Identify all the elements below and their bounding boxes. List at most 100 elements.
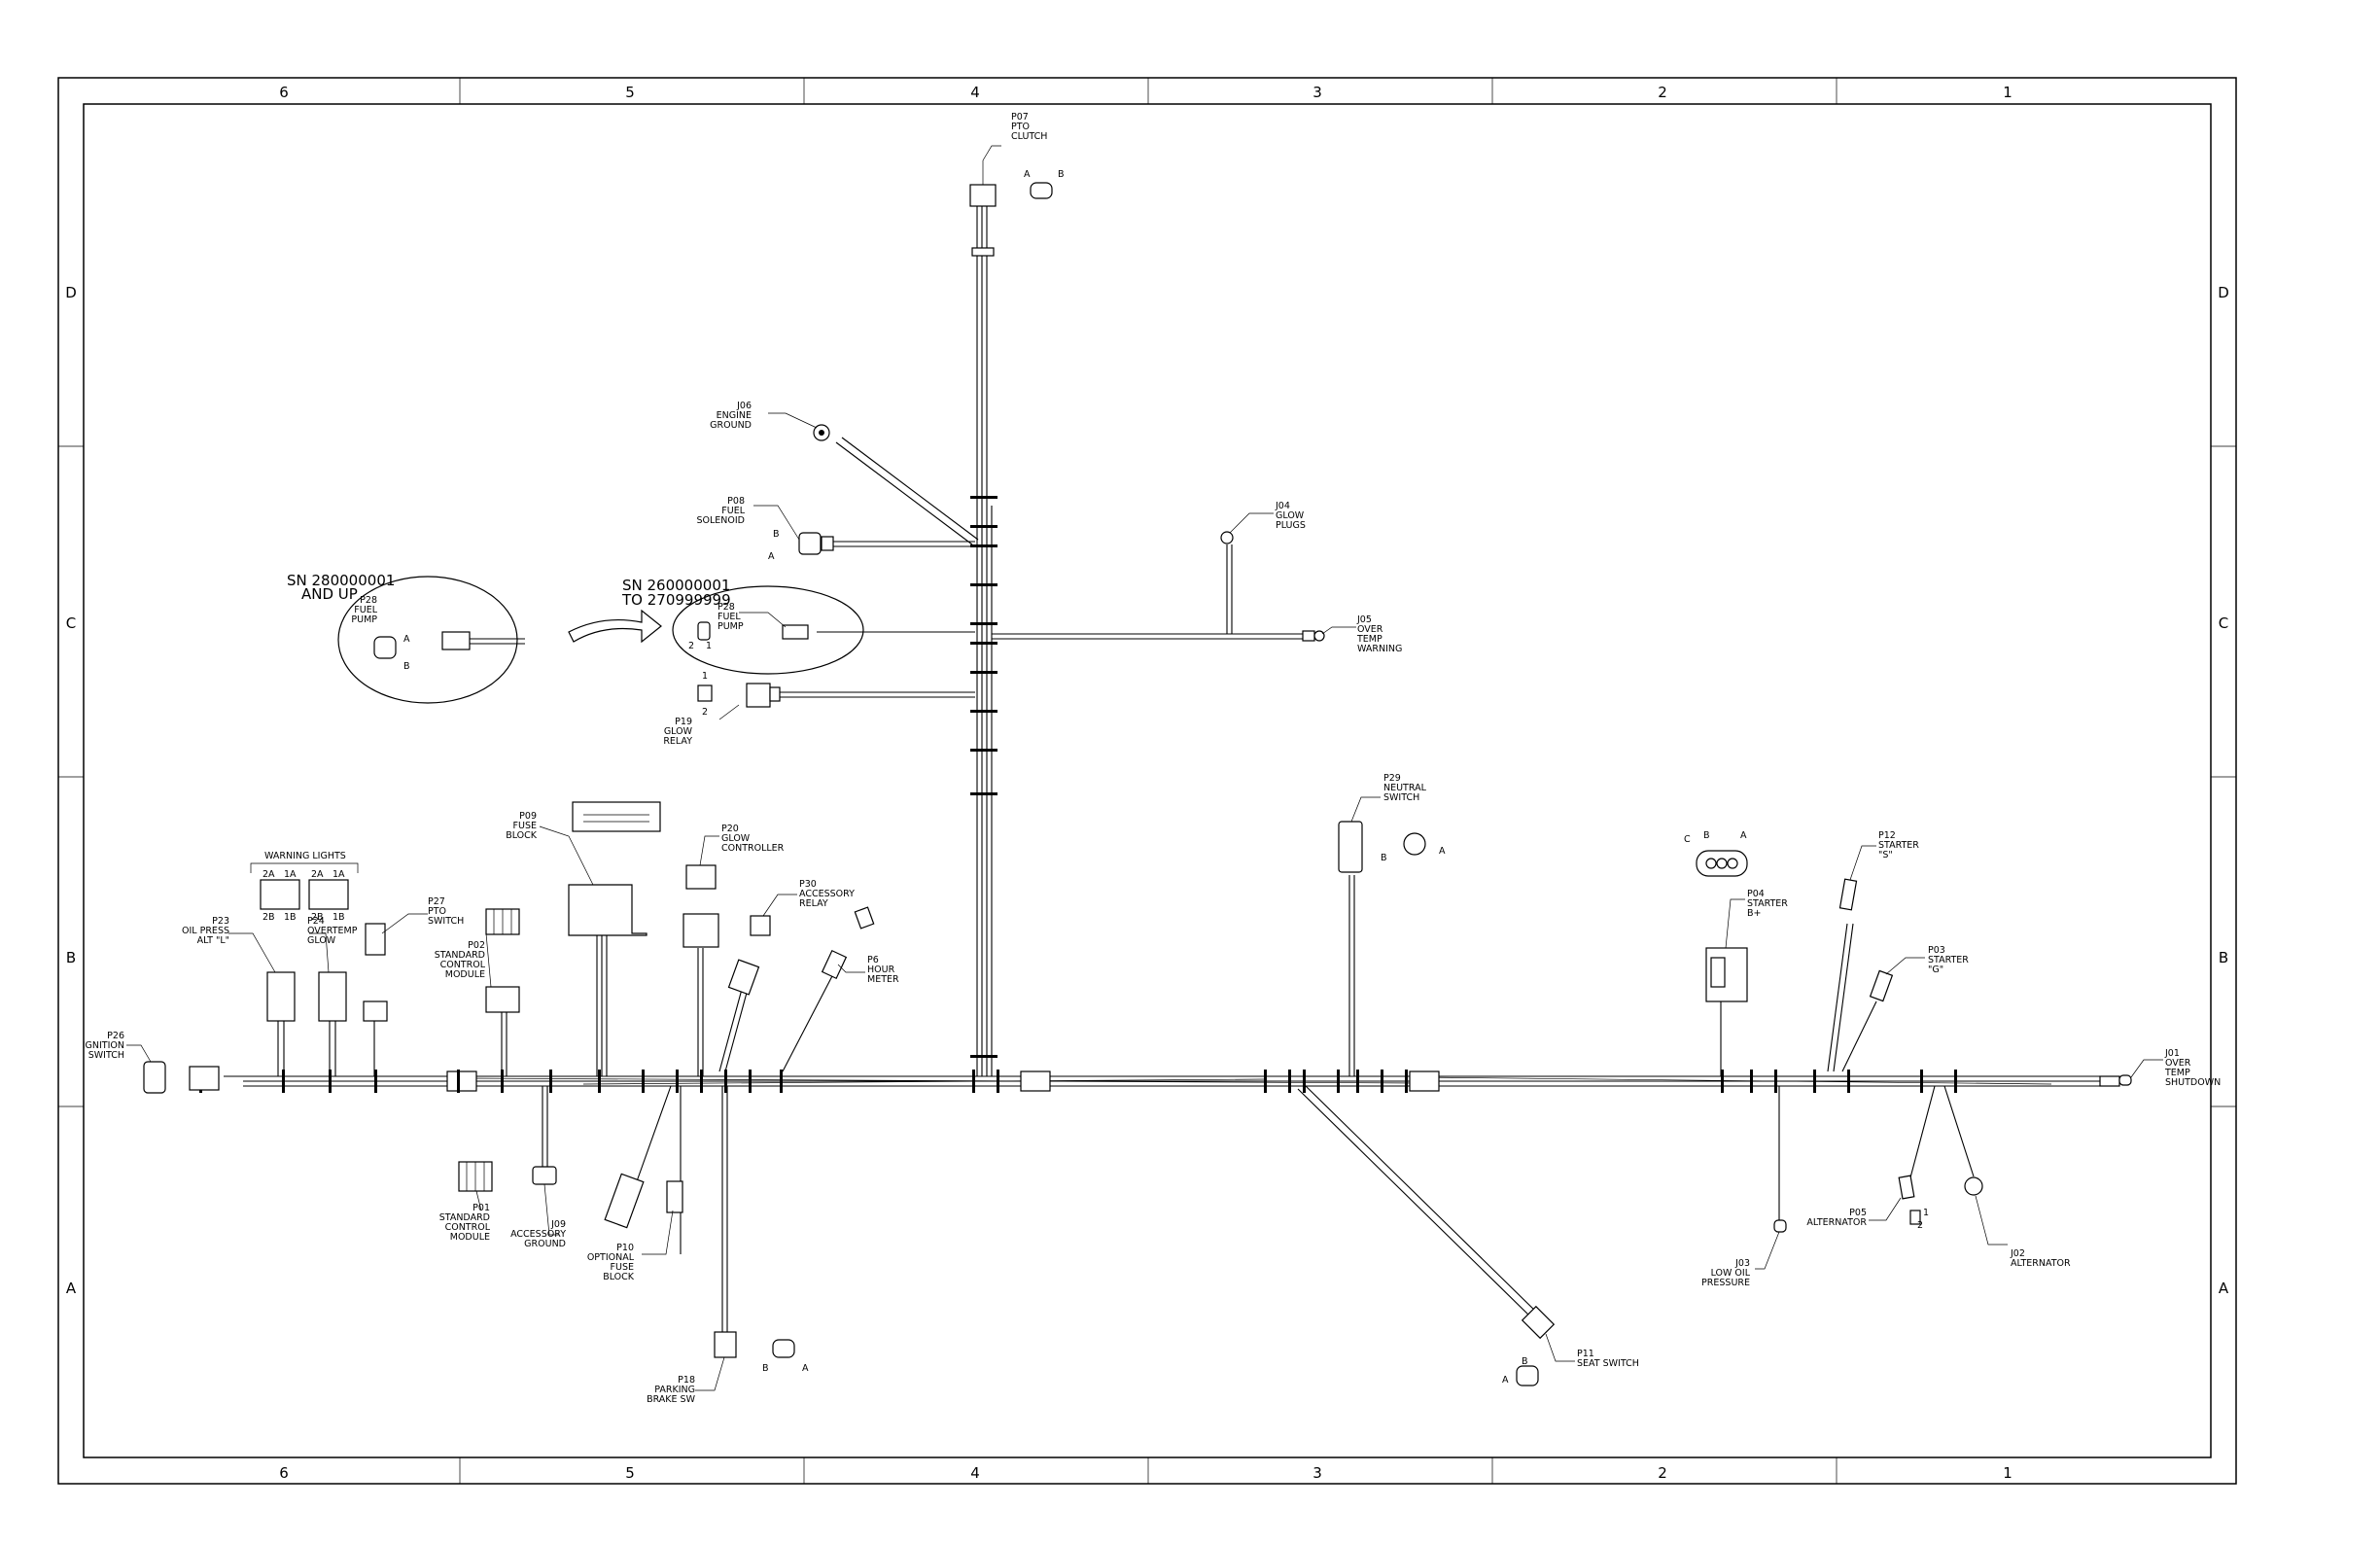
pin-wl-2b-2: 2B xyxy=(311,912,324,923)
label-j03-line1: J03 xyxy=(1734,1258,1750,1269)
pin-p11-a: A xyxy=(1502,1375,1509,1386)
label-p02-line3: CONTROL xyxy=(440,960,486,970)
label-p19-line3: RELAY xyxy=(663,736,692,747)
label-p11-line1: P11 xyxy=(1577,1349,1594,1359)
trunk-clip xyxy=(970,749,998,752)
pin-starter-a: A xyxy=(1740,830,1747,841)
label-p05-line1: P05 xyxy=(1849,1208,1867,1218)
label-p29-line2: NEUTRAL xyxy=(1383,783,1427,793)
pin-p07-b: B xyxy=(1058,169,1065,180)
trunk-clip xyxy=(1847,1070,1850,1093)
main-harness-trunk xyxy=(224,1070,2120,1092)
label-p28-old-line1: P28 xyxy=(718,602,735,613)
label-p10-line3: FUSE xyxy=(611,1262,634,1273)
grid-col-1-bottom: 1 xyxy=(2003,1464,2012,1482)
pin-wl-1a-2: 1A xyxy=(332,869,345,880)
sn-callout-new xyxy=(337,576,525,704)
trunk-clip xyxy=(1337,1070,1340,1093)
label-p27-line1: P27 xyxy=(428,896,445,907)
pin-p11-b: B xyxy=(1522,1356,1528,1367)
label-j04-line2: GLOW xyxy=(1276,510,1305,521)
label-p23-line1: P23 xyxy=(212,916,229,927)
label-j03-line2: LOW OIL xyxy=(1711,1268,1751,1279)
label-p23-line3: ALT "L" xyxy=(197,935,229,946)
grid-col-6-bottom: 6 xyxy=(279,1464,289,1482)
label-j09-line3: GROUND xyxy=(524,1239,566,1249)
label-j09-line2: ACCESSORY xyxy=(510,1229,566,1240)
trunk-clip xyxy=(1264,1070,1267,1093)
label-p30-line1: P30 xyxy=(799,879,817,890)
label-p07-line3: CLUTCH xyxy=(1011,131,1047,142)
trunk-clip xyxy=(1288,1070,1291,1093)
trunk-clip xyxy=(282,1070,285,1093)
pin-p08-a: A xyxy=(768,551,775,562)
trunk-clip xyxy=(1381,1070,1383,1093)
pin-p05-2: 2 xyxy=(1917,1220,1923,1231)
harness-clips xyxy=(199,496,1957,1093)
trunk-clip xyxy=(970,525,998,528)
sn-new-line2: AND UP xyxy=(301,585,358,603)
label-j04-line3: PLUGS xyxy=(1276,520,1306,531)
label-p27-line3: SWITCH xyxy=(428,916,464,927)
trunk-clip xyxy=(970,792,998,795)
grid-row-d-right: D xyxy=(2218,284,2229,301)
trunk-clip xyxy=(1356,1070,1359,1093)
label-p09-line2: FUSE xyxy=(513,821,537,831)
grid-row-a-left: A xyxy=(66,1280,77,1297)
pin-p05-1: 1 xyxy=(1923,1208,1929,1218)
label-p24-line2: OVERTEMP xyxy=(307,926,358,936)
label-p02-line4: MODULE xyxy=(445,969,485,980)
trunk-clip xyxy=(970,496,998,499)
label-p10-line2: OPTIONAL xyxy=(587,1252,635,1263)
label-p28-new-line3: PUMP xyxy=(351,614,377,625)
label-p19-line2: GLOW xyxy=(664,726,693,737)
label-p19-line1: P19 xyxy=(675,717,692,727)
grid-col-4-top: 4 xyxy=(970,84,980,101)
label-p24-line1: P24 xyxy=(307,916,325,927)
label-p08-line2: FUEL xyxy=(721,506,745,516)
trunk-clip xyxy=(1920,1070,1923,1093)
sn-callout-old xyxy=(672,585,864,675)
grid-col-3-top: 3 xyxy=(1312,84,1322,101)
trunk-clip xyxy=(501,1070,504,1093)
pin-p18-a: A xyxy=(802,1363,809,1374)
grid-col-2-bottom: 2 xyxy=(1658,1464,1667,1482)
trunk-clip xyxy=(642,1070,645,1093)
pin-starter-c: C xyxy=(1684,834,1691,845)
label-p01-line2: STANDARD xyxy=(439,1212,490,1223)
trunk-clip xyxy=(549,1070,552,1093)
label-p20-line3: CONTROLLER xyxy=(721,843,785,854)
pin-wl-2a-2: 2A xyxy=(311,869,324,880)
label-p07-line1: P07 xyxy=(1011,112,1029,123)
trunk-clip xyxy=(1774,1070,1777,1093)
pin-p28-old-2: 2 xyxy=(688,641,694,651)
label-p04-line3: B+ xyxy=(1747,908,1761,919)
grid-row-c-right: C xyxy=(2219,614,2228,632)
vertical-harness-trunk xyxy=(971,206,995,1076)
label-p29-line3: SWITCH xyxy=(1383,792,1419,803)
label-p09-line3: BLOCK xyxy=(506,830,538,841)
label-j09-line1: J09 xyxy=(550,1219,566,1230)
label-p10-line4: BLOCK xyxy=(603,1272,635,1282)
label-j05-line2: OVER xyxy=(1357,624,1383,635)
label-j03-line3: PRESSURE xyxy=(1701,1278,1750,1288)
trunk-clip xyxy=(970,710,998,713)
trunk-clip xyxy=(970,622,998,625)
label-p28-old-line2: FUEL xyxy=(718,612,741,622)
label-j06-line3: GROUND xyxy=(710,420,752,431)
sn-new-line1: SN 280000001 xyxy=(287,572,395,589)
grid-col-2-top: 2 xyxy=(1658,84,1667,101)
label-p07-line2: PTO xyxy=(1011,122,1030,132)
trunk-clip xyxy=(676,1070,679,1093)
harness-branches xyxy=(277,437,1975,1332)
label-p26-line1: P26 xyxy=(107,1031,124,1041)
trunk-clip xyxy=(749,1070,752,1093)
component-labels: P07PTOCLUTCHJ06ENGINEGROUNDP08FUELSOLENO… xyxy=(83,112,2222,1405)
grid-col-5-bottom: 5 xyxy=(625,1464,635,1482)
grid-row-c-left: C xyxy=(66,614,76,632)
label-p01-line1: P01 xyxy=(472,1203,490,1213)
label-j05-line4: WARNING xyxy=(1357,644,1402,654)
trunk-clip xyxy=(1954,1070,1957,1093)
sn-old-line2: TO 270999999 xyxy=(621,591,731,609)
pin-starter-b: B xyxy=(1703,830,1710,841)
